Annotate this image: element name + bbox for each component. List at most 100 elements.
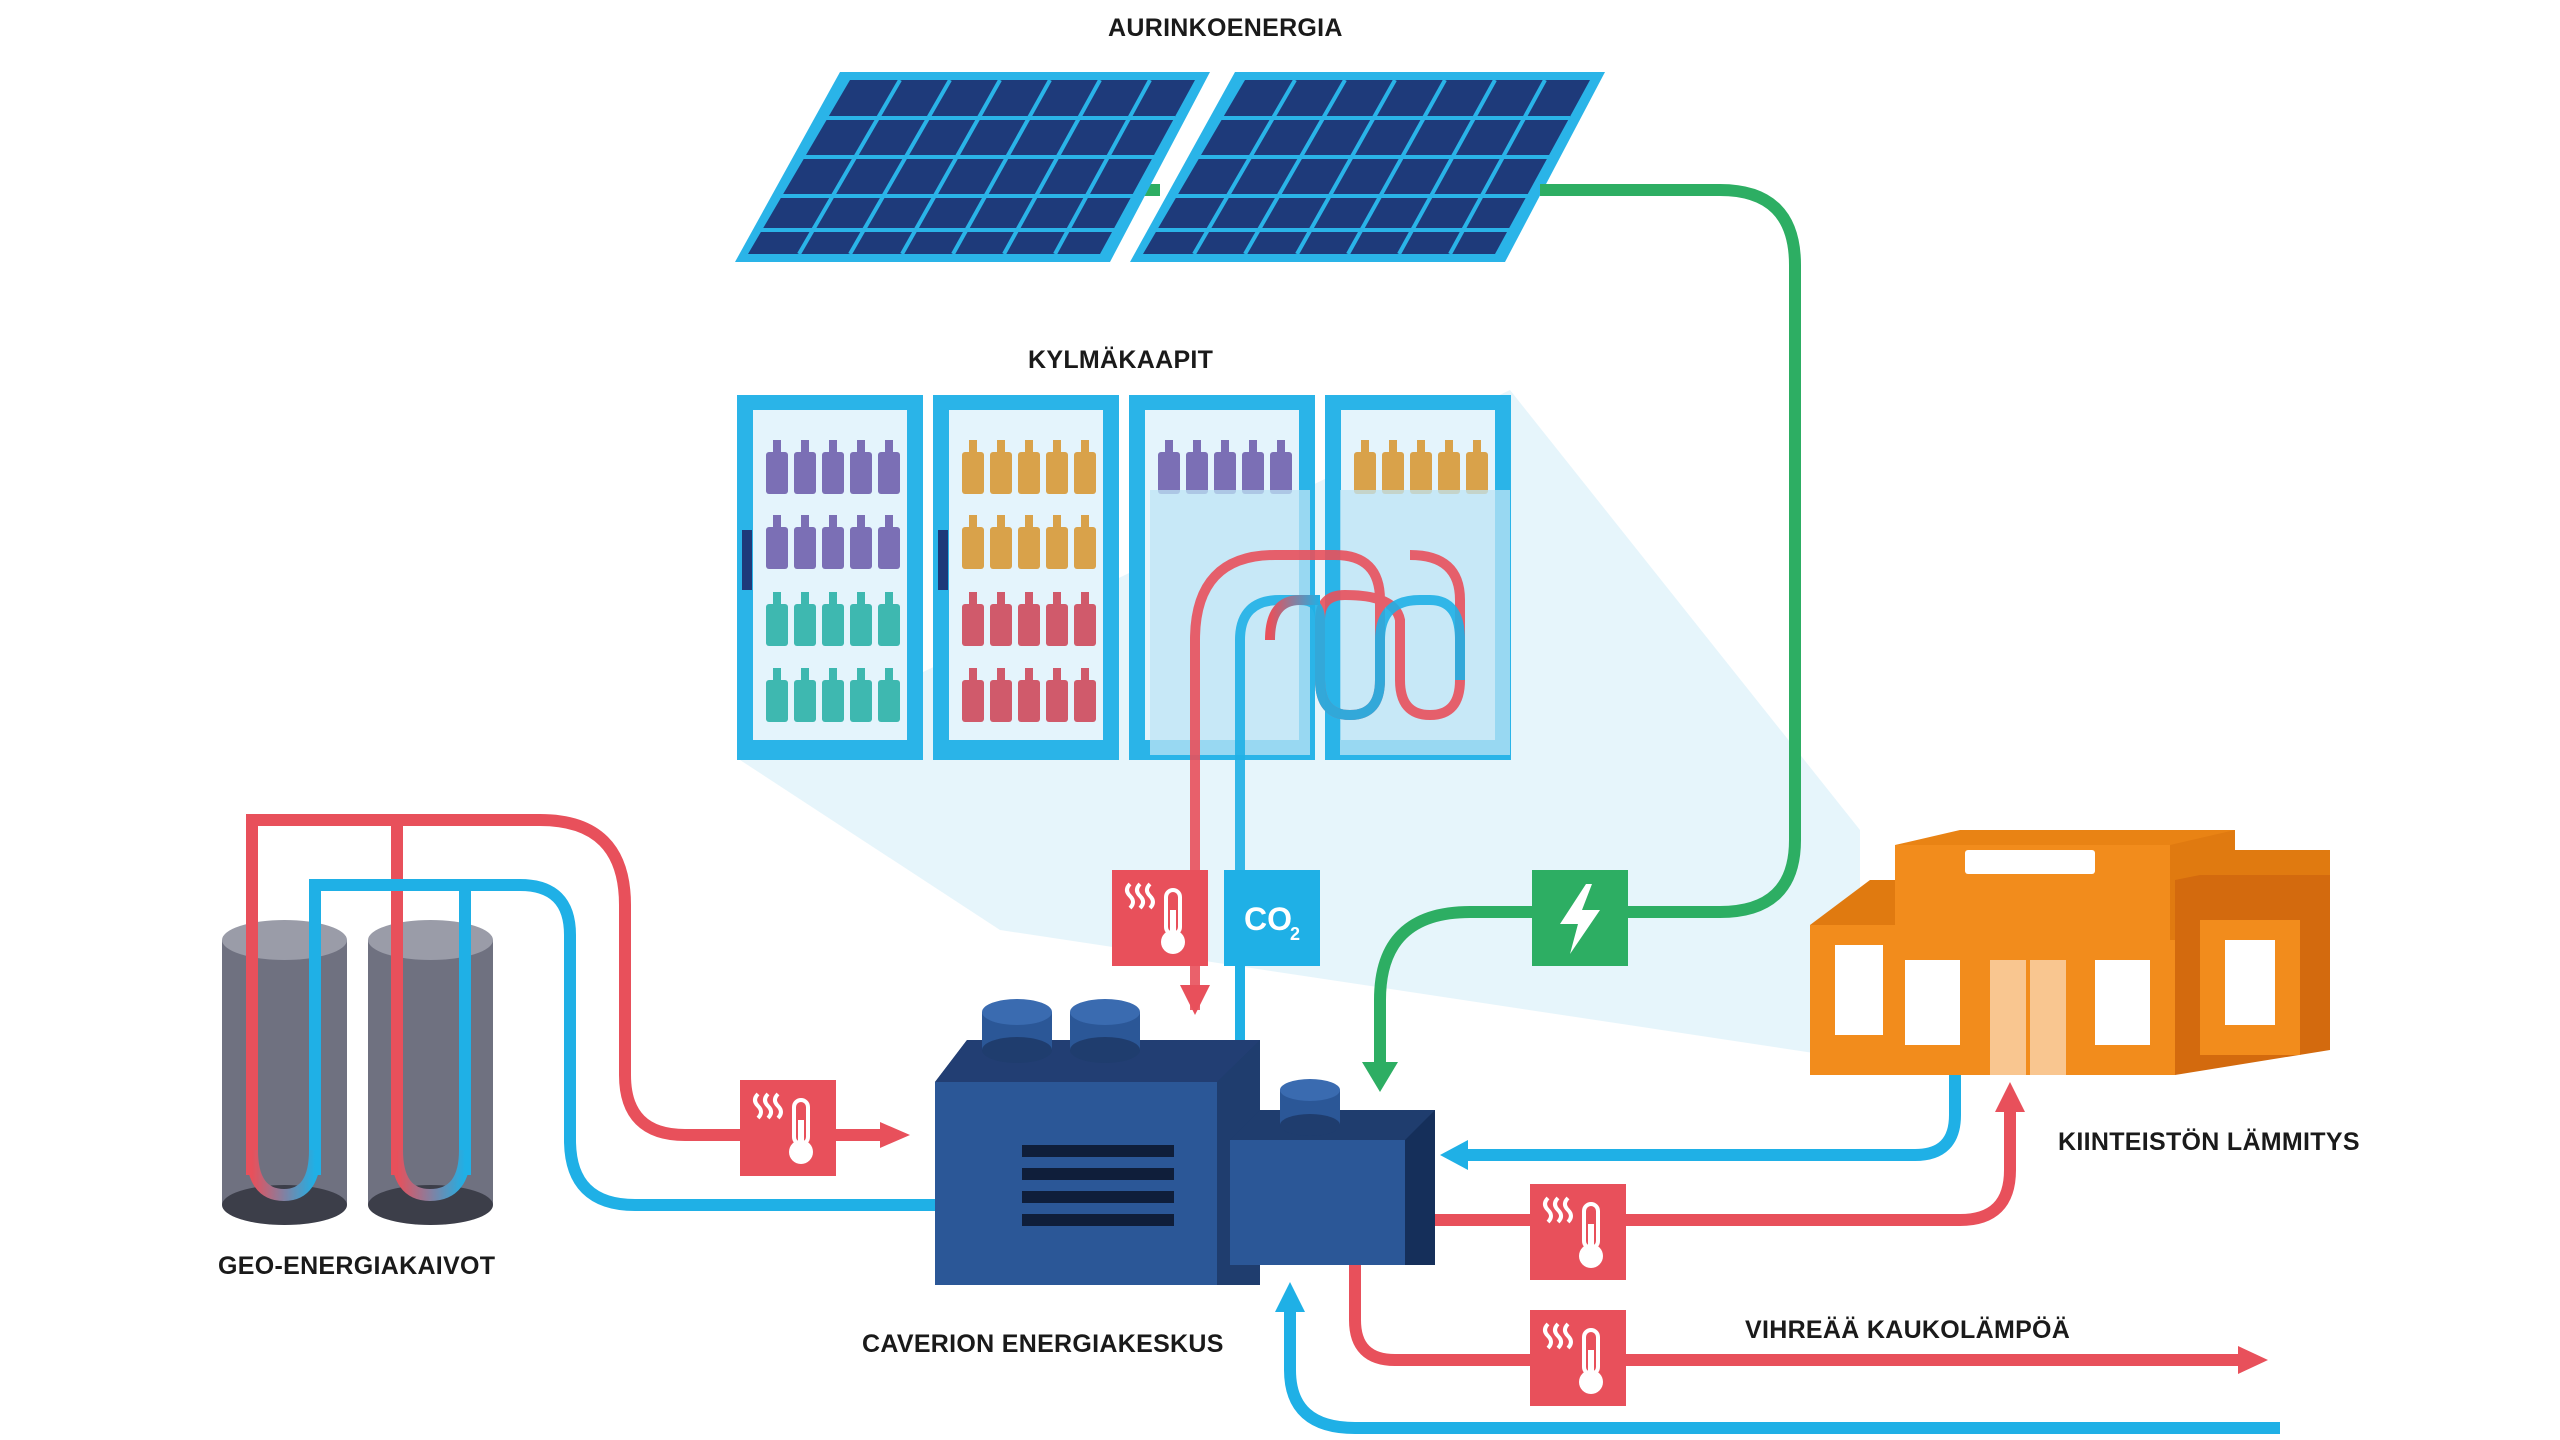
bottle — [1438, 452, 1460, 494]
district-return-arrow-head — [1275, 1282, 1305, 1312]
bottle — [1046, 452, 1068, 494]
bottle-neck — [773, 668, 781, 682]
bottle — [794, 452, 816, 494]
building-window — [2225, 940, 2275, 1025]
thermometer-icon — [1161, 888, 1185, 954]
bottle-neck — [1081, 440, 1089, 454]
bottle — [822, 452, 844, 494]
bottle — [990, 680, 1012, 722]
co2-badge: CO 2 — [1224, 870, 1320, 966]
bottle-neck — [801, 440, 809, 454]
thermometer-icon — [1579, 1328, 1603, 1394]
bottle-neck — [773, 440, 781, 454]
bottle-neck — [997, 440, 1005, 454]
bottle-neck — [1361, 440, 1369, 454]
bottle-neck — [1025, 668, 1033, 682]
bottle — [1018, 527, 1040, 569]
top-cylinders — [982, 999, 1140, 1063]
bottle-rows — [766, 440, 1488, 722]
bottle-neck — [969, 592, 977, 606]
bottle — [1018, 452, 1040, 494]
bottle — [878, 680, 900, 722]
heat-badge-building — [1530, 1184, 1626, 1280]
building-window — [2095, 960, 2150, 1045]
heat-badge-district — [1530, 1310, 1626, 1406]
building-return-arrow-head — [1440, 1140, 1468, 1170]
bottle — [1466, 452, 1488, 494]
district-heat-return-cold — [1284, 1310, 2280, 1434]
bottle — [822, 527, 844, 569]
geo-cold-pipe — [309, 879, 940, 1211]
label-geo-energy-wells: GEO-ENERGIAKAIVOT — [218, 1252, 496, 1280]
bottle — [990, 452, 1012, 494]
vent-slats — [1022, 1145, 1174, 1226]
bottle — [1018, 604, 1040, 646]
bottle-neck — [1081, 668, 1089, 682]
bottle-neck — [997, 515, 1005, 529]
heat-waves-icon — [1543, 1196, 1573, 1224]
bottle — [1046, 527, 1068, 569]
bottle-neck — [1473, 440, 1481, 454]
fridge-door-open-3 — [1150, 490, 1310, 755]
bottle-neck — [1445, 440, 1453, 454]
bottle-neck — [885, 668, 893, 682]
bottle-neck — [1025, 592, 1033, 606]
bottle-neck — [857, 515, 865, 529]
thermometer-icon — [1579, 1202, 1603, 1268]
bottle-neck — [773, 515, 781, 529]
well-2 — [368, 920, 493, 1225]
heat-waves-icon — [1125, 882, 1155, 910]
power-badge — [1532, 870, 1628, 966]
label-building-heating: KIINTEISTÖN LÄMMITYS — [2058, 1128, 2360, 1156]
building-door — [1990, 960, 2026, 1075]
bottle — [766, 452, 788, 494]
geo-hot-arrow-head — [880, 1122, 910, 1148]
bottle — [962, 527, 984, 569]
bottle — [794, 527, 816, 569]
building-return-cold — [1465, 1075, 1961, 1161]
bottle-neck — [1053, 515, 1061, 529]
bottle — [1018, 680, 1040, 722]
bottle — [878, 452, 900, 494]
bottle-neck — [1249, 440, 1257, 454]
bottle — [766, 604, 788, 646]
bottle-neck — [885, 515, 893, 529]
bottle — [1046, 680, 1068, 722]
bottle — [1186, 452, 1208, 494]
bottle — [1158, 452, 1180, 494]
bottle-neck — [997, 592, 1005, 606]
bottle-neck — [857, 668, 865, 682]
bottle — [1242, 452, 1264, 494]
well-2-u-bend — [391, 1149, 471, 1202]
bottle-neck — [801, 592, 809, 606]
bottle-neck — [801, 668, 809, 682]
bottle-neck — [857, 440, 865, 454]
building-window — [1835, 945, 1883, 1035]
bottle — [1046, 604, 1068, 646]
heat-badge-fridge — [1112, 870, 1208, 966]
bottle-neck — [1053, 668, 1061, 682]
bottle-neck — [801, 515, 809, 529]
bottle-neck — [1277, 440, 1285, 454]
bottle-neck — [969, 515, 977, 529]
bottle-neck — [1025, 440, 1033, 454]
bottle-neck — [829, 592, 837, 606]
bottle — [850, 527, 872, 569]
bottle — [766, 527, 788, 569]
bottle — [1354, 452, 1376, 494]
bottle-neck — [1081, 592, 1089, 606]
building-door — [2030, 960, 2066, 1075]
bottle — [1382, 452, 1404, 494]
bottle — [850, 604, 872, 646]
fridge-hot-arrow-head — [1180, 985, 1210, 1015]
bottle — [990, 604, 1012, 646]
label-district-heat: VIHREÄÄ KAUKOLÄMPÖÄ — [1745, 1316, 2071, 1344]
bottle — [962, 604, 984, 646]
bottle-neck — [1165, 440, 1173, 454]
bottle-neck — [829, 515, 837, 529]
bottle — [878, 604, 900, 646]
bottle — [766, 680, 788, 722]
bottle — [822, 680, 844, 722]
geo-hot-pipe — [246, 814, 880, 1175]
